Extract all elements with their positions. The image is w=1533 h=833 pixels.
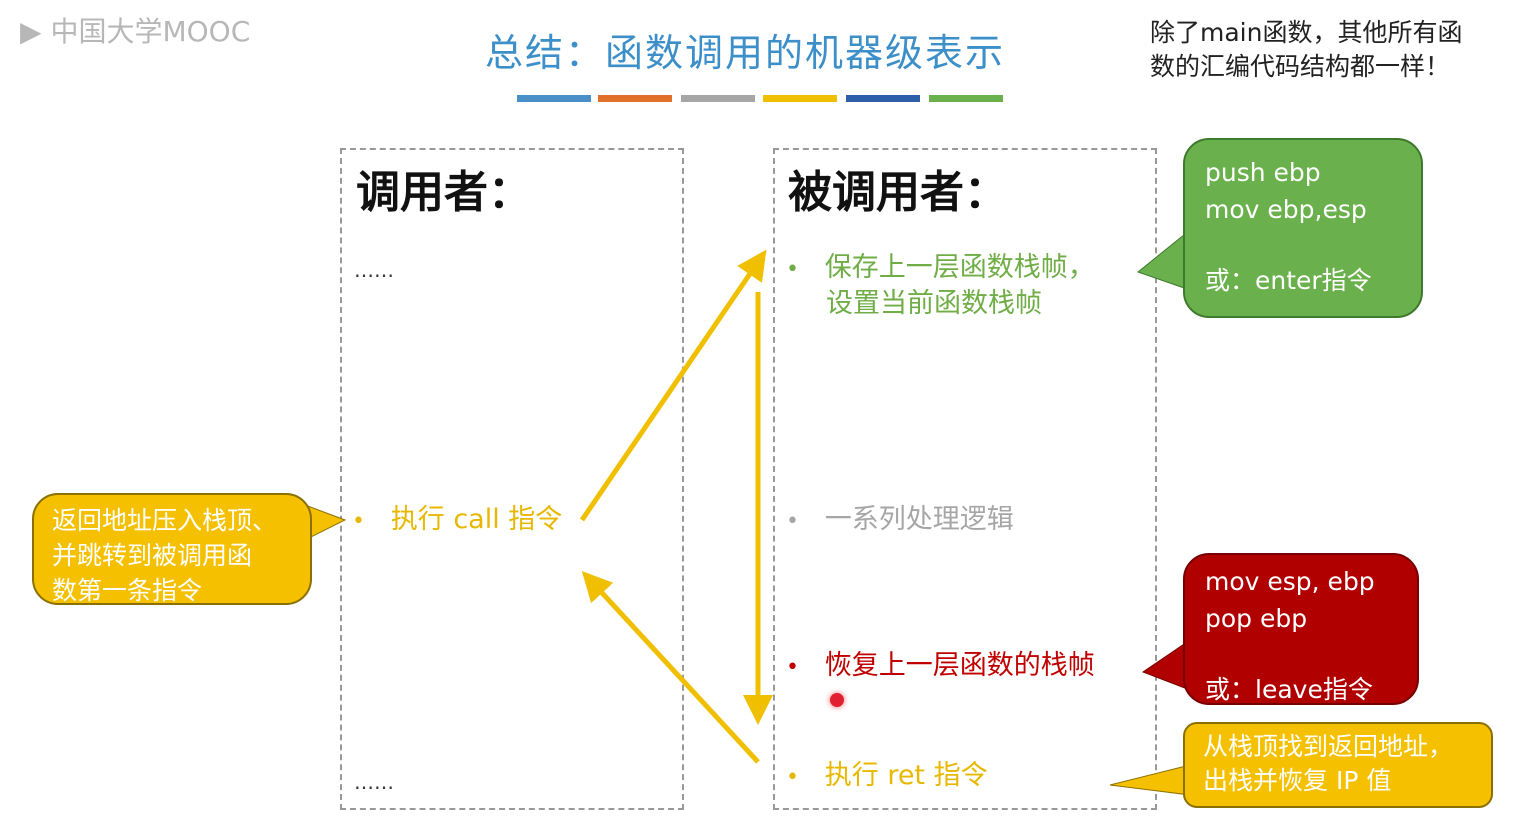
- call-instruction: 执行 call 指令: [390, 504, 563, 535]
- bubble-line: 或：enter指令: [1205, 266, 1372, 295]
- bubble-line: 并跳转到被调用函: [52, 541, 253, 570]
- bubble-line: pop ebp: [1205, 604, 1308, 633]
- bullet: •: [786, 765, 799, 790]
- restore-frame-item: 恢复上一层函数的栈帧: [824, 650, 1095, 681]
- call-item: • 执行 call 指令: [352, 503, 562, 539]
- pointer-dot: [830, 693, 844, 707]
- bubble-line: 数第一条指令: [52, 576, 203, 605]
- caller-header: 调用者：: [356, 167, 532, 218]
- play-icon: ▶: [20, 15, 42, 48]
- return-arrow: [581, 570, 760, 764]
- accent-bar: [846, 95, 920, 102]
- bubble-line: [1205, 637, 1397, 671]
- watermark-logo: ▶ 中国大学MOOC: [20, 10, 250, 50]
- accent-bar: [929, 95, 1003, 102]
- call-arrow: [579, 249, 767, 522]
- bullet: •: [352, 509, 365, 534]
- call-note-bubble: 返回地址压入栈顶、 并跳转到被调用函 数第一条指令: [32, 493, 312, 605]
- logic-row: • 一系列处理逻辑: [786, 503, 1014, 539]
- bubble-line: 或：leave指令: [1205, 675, 1373, 704]
- side-note: 除了main函数，其他所有函 数的汇编代码结构都一样！: [1150, 16, 1462, 84]
- bubble-line: mov esp, ebp: [1205, 567, 1375, 596]
- callee-box: [773, 148, 1157, 810]
- page-title: 总结：函数调用的机器级表示: [485, 31, 1006, 75]
- ret-item: 执行 ret 指令: [824, 760, 988, 791]
- caller-ellipsis-top: ……: [354, 258, 394, 282]
- leave-bubble: mov esp, ebp pop ebp 或：leave指令: [1183, 553, 1419, 705]
- bubble-line: 从栈顶找到返回地址，: [1203, 732, 1454, 761]
- bubble-line: mov ebp,esp: [1205, 195, 1367, 224]
- bubble-line: 出栈并恢复 IP 值: [1203, 766, 1392, 795]
- accent-bar: [681, 95, 755, 102]
- accent-bar: [517, 95, 591, 102]
- caller-box: [340, 148, 684, 810]
- watermark-text: 中国大学MOOC: [50, 15, 251, 48]
- caller-ellipsis-bottom: ……: [354, 770, 394, 794]
- bubble-line: push ebp: [1205, 158, 1321, 187]
- bubble-tail: [1109, 764, 1191, 796]
- bullet: •: [786, 655, 799, 680]
- set-frame-item: 设置当前函数栈帧: [826, 288, 1042, 319]
- enter-bubble: push ebp mov ebp,esp 或：enter指令: [1183, 138, 1423, 318]
- ret-note-bubble: 从栈顶找到返回地址， 出栈并恢复 IP 值: [1183, 722, 1493, 808]
- bullet: •: [786, 509, 799, 534]
- accent-bar: [763, 95, 837, 102]
- bubble-line: [1205, 228, 1401, 262]
- bullet: •: [786, 257, 799, 282]
- restore-row: • 恢复上一层函数的栈帧: [786, 649, 1095, 685]
- bubble-line: 返回地址压入栈顶、: [52, 506, 278, 535]
- ret-row: • 执行 ret 指令: [786, 759, 988, 795]
- callee-header: 被调用者：: [788, 167, 1008, 218]
- accent-bar: [598, 95, 672, 102]
- note-line: 除了main函数，其他所有函: [1150, 18, 1463, 47]
- note-line: 数的汇编代码结构都一样！: [1150, 52, 1451, 81]
- logic-item: 一系列处理逻辑: [824, 504, 1014, 535]
- frame-setup-item: • 保存上一层函数栈帧， 设置当前函数栈帧: [786, 251, 1095, 321]
- save-frame-item: 保存上一层函数栈帧，: [824, 252, 1095, 283]
